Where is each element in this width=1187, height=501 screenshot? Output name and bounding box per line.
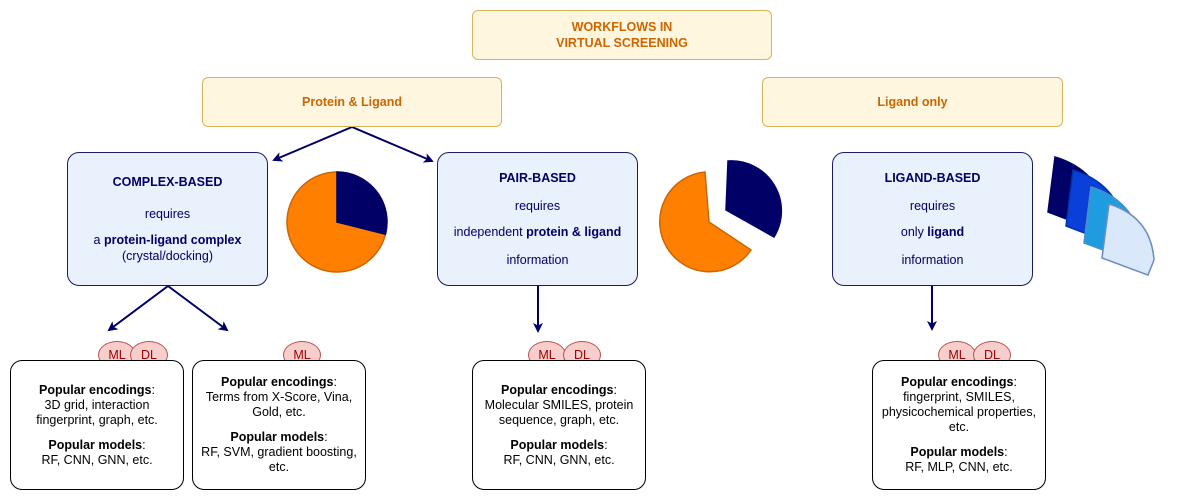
ligand-card: Popular encodings: fingerprint, SMILES, … (872, 360, 1046, 490)
ligand-layers-icon (1047, 156, 1155, 276)
encodings-section: Popular encodings: fingerprint, SMILES, … (877, 375, 1041, 435)
ligand-information: information (901, 253, 964, 267)
models-section: Popular models: RF, CNN, GNN, etc. (41, 438, 152, 468)
ligand-requirement-bold: ligand (927, 225, 965, 239)
models-heading: Popular models: (910, 445, 1008, 459)
title-line-2: VIRTUAL SCREENING (556, 36, 688, 50)
encodings-section: Popular encodings: Molecular SMILES, pro… (477, 383, 641, 428)
pair-requirement: independent protein & ligand (454, 224, 621, 240)
encodings-heading: Popular encodings: (501, 382, 617, 397)
pair-card: Popular encodings: Molecular SMILES, pro… (472, 360, 646, 490)
arrow-to-pair (351, 126, 434, 163)
encodings-list: Molecular SMILES, protein sequence, grap… (484, 397, 634, 427)
complex-based-title: COMPLEX-BASED (112, 175, 223, 189)
models-section: Popular models: RF, CNN, GNN, etc. (503, 438, 614, 468)
pair-based-box: PAIR-BASED requires independent protein … (437, 152, 638, 286)
arrow-complex-to-ml-card (167, 285, 229, 332)
category-protein-ligand: Protein & Ligand (202, 77, 502, 127)
encodings-section: Popular encodings: Terms from X-Score, V… (197, 375, 361, 420)
complex-pie-icon (286, 171, 388, 273)
complex-based-box: COMPLEX-BASED requires a protein-ligand … (67, 152, 268, 286)
models-heading: Popular models: (510, 437, 608, 452)
complex-dl-card: Popular encodings: 3D grid, interaction … (10, 360, 184, 490)
ligand-requirement: only ligand (901, 224, 964, 240)
pair-information: information (506, 253, 569, 267)
complex-ml-card: Popular encodings: Terms from X-Score, V… (192, 360, 366, 490)
pair-requirement-bold: protein & ligand (526, 225, 622, 239)
encodings-heading: Popular encodings: (221, 375, 337, 389)
ligand-based-box: LIGAND-BASED requires only ligand inform… (832, 152, 1033, 286)
complex-prefix: a (93, 233, 104, 247)
encodings-list: 3D grid, interaction fingerprint, graph,… (36, 397, 158, 427)
encodings-heading: Popular encodings: (39, 382, 155, 397)
arrow-to-complex (272, 126, 353, 162)
encodings-list: Terms from X-Score, Vina, Gold, etc. (205, 390, 353, 419)
encodings-list: fingerprint, SMILES, physicochemical pro… (881, 390, 1037, 434)
title-line-1: WORKFLOWS IN (571, 20, 673, 34)
models-section: Popular models: RF, SVM, gradient boosti… (197, 430, 361, 475)
models-list: RF, SVM, gradient boosting, etc. (201, 445, 357, 474)
encodings-heading: Popular encodings: (901, 375, 1017, 389)
pair-based-title: PAIR-BASED (499, 171, 576, 185)
category-ligand-only: Ligand only (762, 77, 1063, 127)
models-section: Popular models: RF, MLP, CNN, etc. (905, 445, 1012, 475)
complex-requirement: a protein-ligand complex (94, 232, 242, 248)
models-list: RF, CNN, GNN, etc. (41, 452, 153, 467)
models-heading: Popular models: (230, 430, 328, 444)
pair-requires: requires (514, 199, 561, 213)
category-protein-ligand-label: Protein & Ligand (302, 95, 402, 109)
arrow-complex-to-dl-card (107, 285, 169, 332)
diagram-title: WORKFLOWS IN VIRTUAL SCREENING (472, 10, 772, 60)
complex-requires: requires (144, 207, 191, 221)
pair-prefix: independent (453, 225, 527, 239)
ligand-prefix: only (900, 225, 928, 239)
ligand-based-title: LIGAND-BASED (884, 171, 981, 185)
pair-pie-icon (658, 160, 783, 273)
models-heading: Popular models: (48, 437, 146, 452)
category-ligand-only-label: Ligand only (877, 95, 948, 109)
complex-requirement-bold: protein-ligand complex (103, 233, 242, 247)
models-list: RF, MLP, CNN, etc. (905, 460, 1013, 474)
encodings-section: Popular encodings: 3D grid, interaction … (15, 383, 179, 428)
complex-source: (crystal/docking) (122, 249, 213, 263)
models-list: RF, CNN, GNN, etc. (503, 452, 615, 467)
ligand-requires: requires (909, 199, 956, 213)
